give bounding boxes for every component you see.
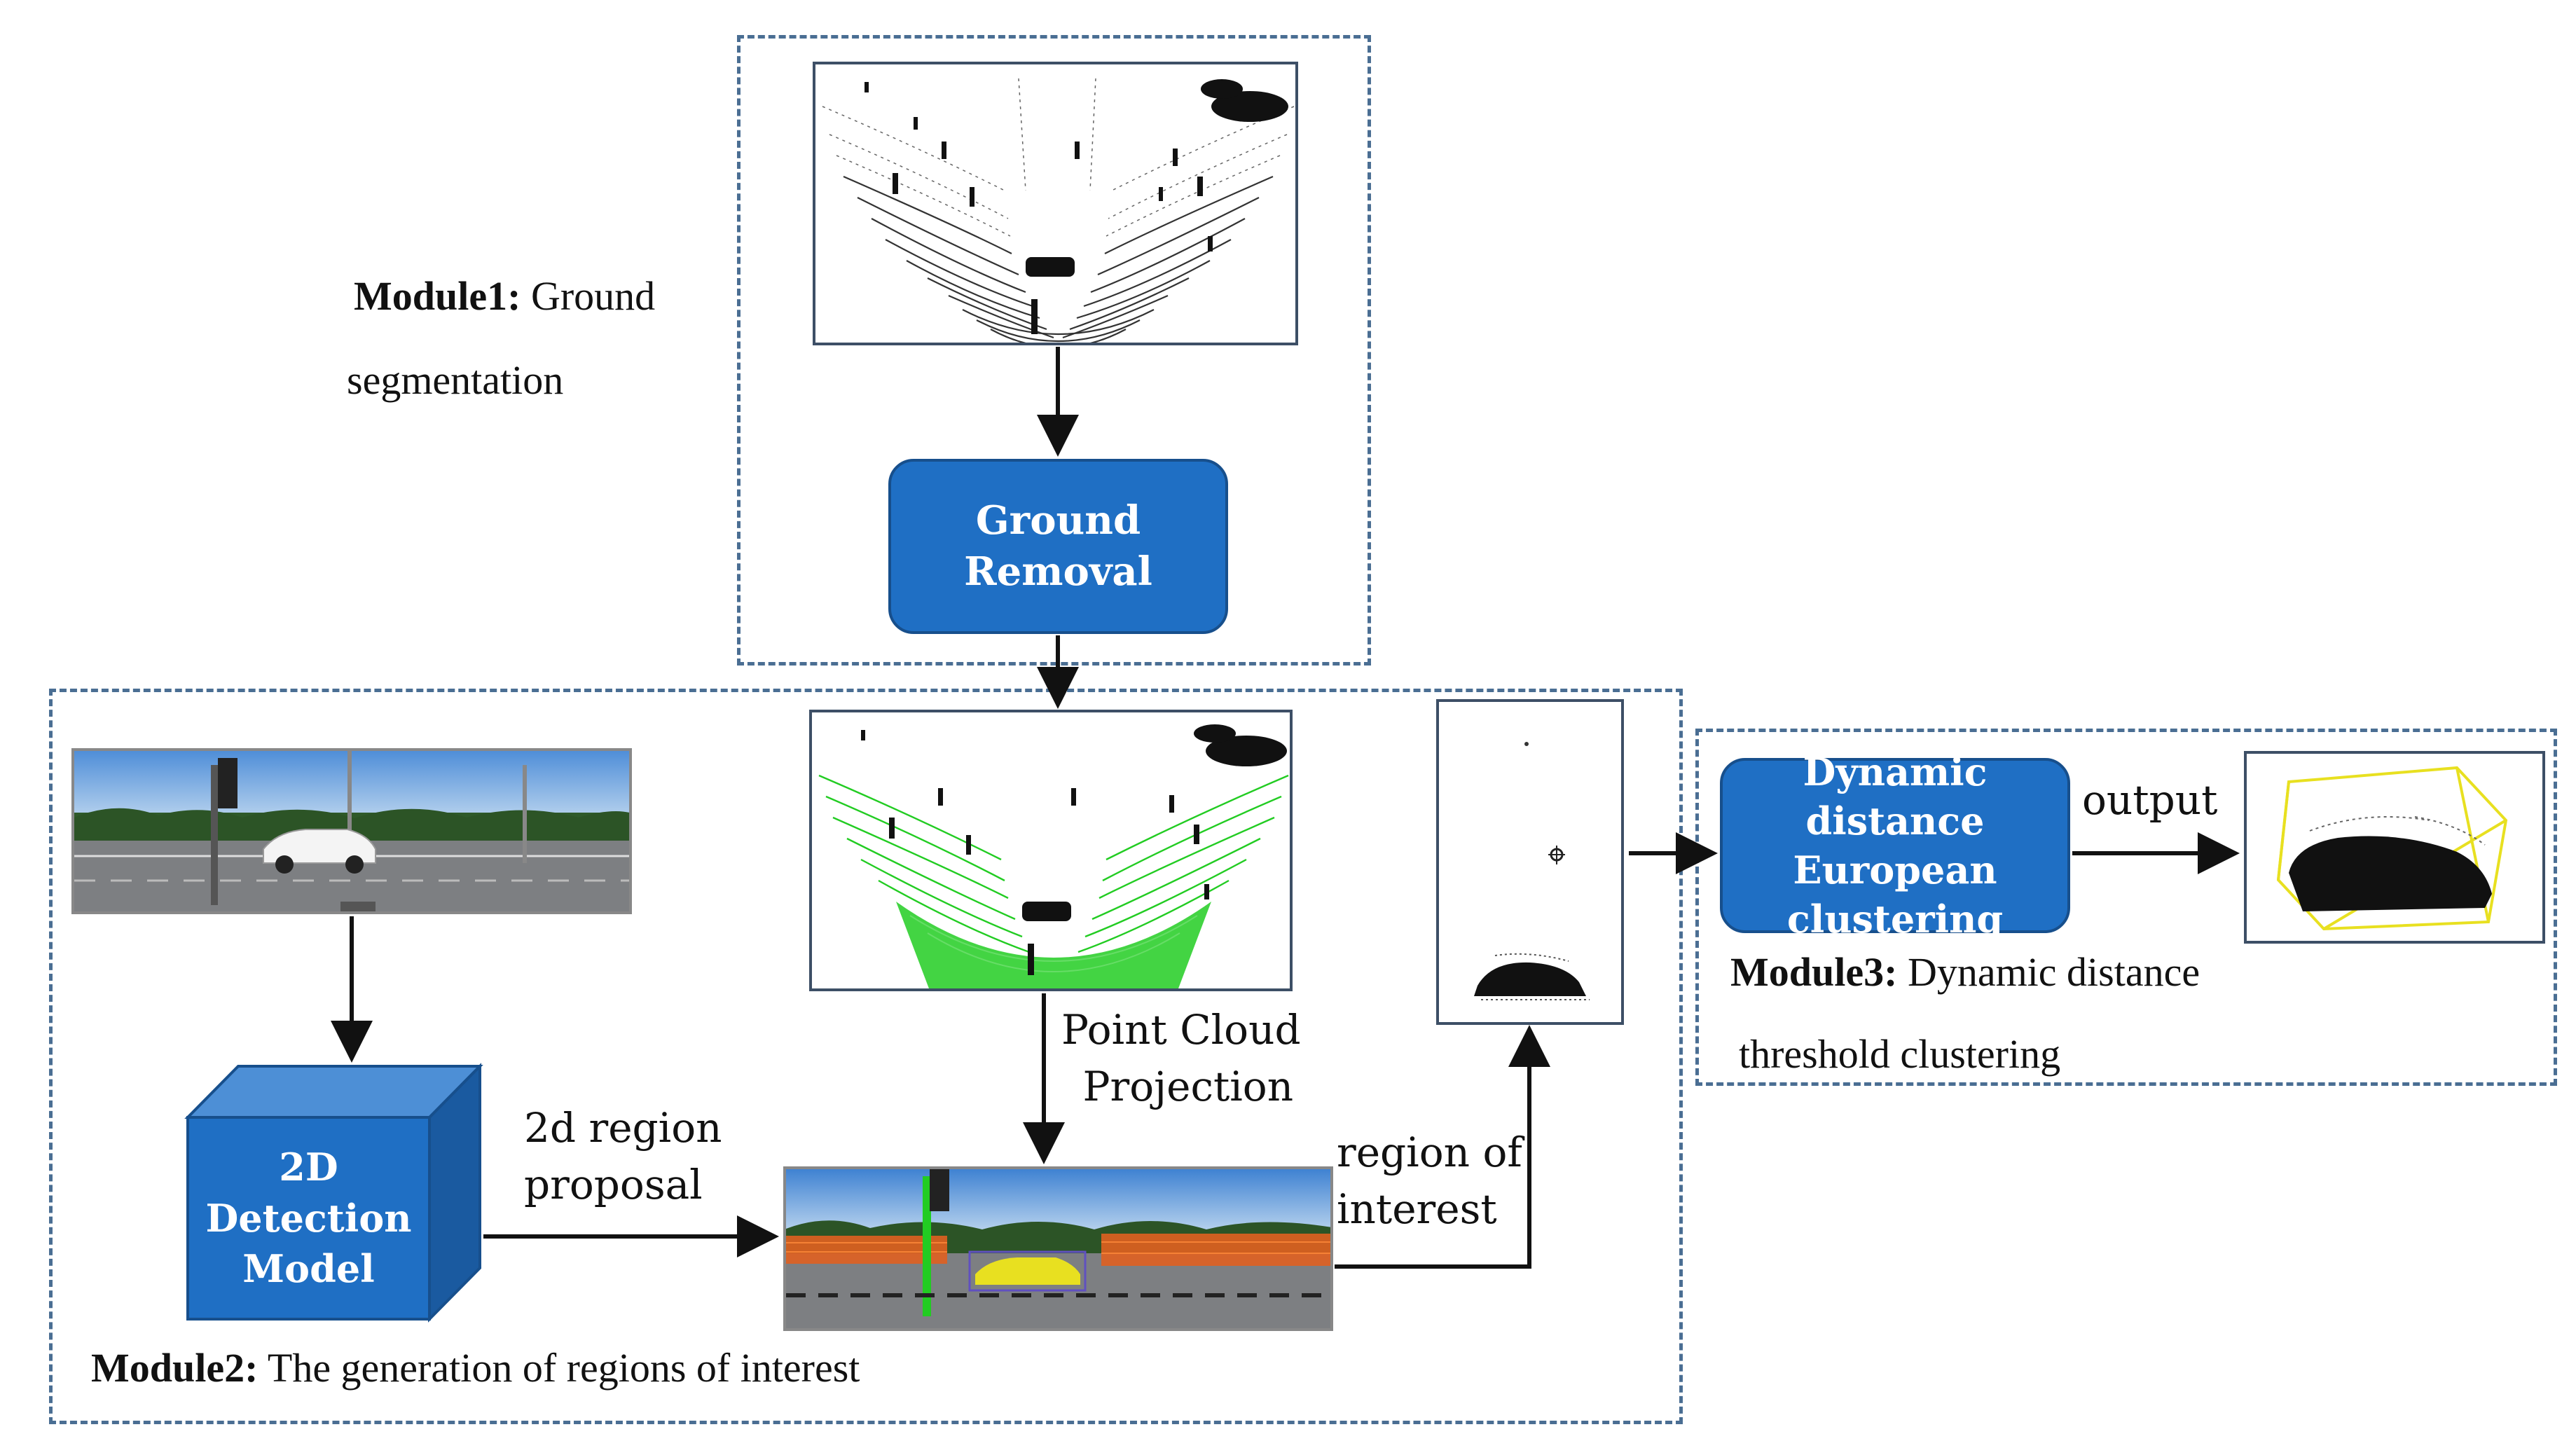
label-projection-line2: Projection xyxy=(1082,1063,1294,1111)
label-roi-line2: interest xyxy=(1337,1185,1497,1234)
module3-caption: Module3: Dynamic distance xyxy=(1730,949,2200,996)
roi-point-cloud-image xyxy=(1474,742,1590,1000)
clustering-line3: clustering xyxy=(1786,897,2004,942)
ground-labeled-point-cloud-panel xyxy=(809,710,1293,991)
clustering-line2: European xyxy=(1793,848,1997,892)
ground-removal-line2: Removal xyxy=(964,549,1152,595)
module1-caption-bold: Module1: xyxy=(354,273,521,319)
module1-caption-line2: segmentation xyxy=(347,357,564,403)
output-panel xyxy=(2244,751,2545,944)
label-2d-region-proposal: 2d region proposal xyxy=(524,1100,722,1213)
label-roi-line1: region of xyxy=(1337,1129,1522,1176)
ground-removal-node: Ground Removal xyxy=(888,459,1228,634)
label-output: output xyxy=(2082,776,2218,824)
label-proposal-line2: proposal xyxy=(524,1161,703,1209)
projection-image-panel xyxy=(783,1166,1333,1331)
label-projection-line1: Point Cloud xyxy=(1061,1006,1301,1054)
module3-box xyxy=(1695,729,2557,1086)
raw-point-cloud-panel xyxy=(813,62,1298,345)
module3-caption-rest: Dynamic distance xyxy=(1897,949,2200,995)
camera-image-panel xyxy=(71,748,632,914)
detection-model-label: 2D Detection Model xyxy=(188,1117,429,1319)
detection-model-line3: Model xyxy=(242,1246,375,1292)
module2-caption-rest: The generation of regions of interest xyxy=(258,1345,860,1391)
ground-labeled-point-cloud-image xyxy=(818,724,1289,988)
module1-caption-rest: Ground xyxy=(521,273,656,319)
projection-image xyxy=(786,1169,1330,1328)
module1-caption: Module1: Ground xyxy=(354,273,655,320)
label-proposal-line1: 2d region xyxy=(524,1104,722,1152)
detection-model-line2: Detection xyxy=(205,1195,412,1241)
output-cluster-image xyxy=(2276,766,2508,931)
raw-point-cloud-image xyxy=(822,78,1295,343)
ground-removal-line1: Ground xyxy=(975,497,1141,544)
module3-caption-line2: threshold clustering xyxy=(1739,1031,2061,1077)
module2-caption-bold: Module2: xyxy=(91,1345,259,1391)
camera-image xyxy=(74,751,629,911)
label-point-cloud-projection: Point Cloud Projection xyxy=(1061,1002,1301,1115)
clustering-node: Dynamic distance European clustering xyxy=(1720,750,2070,942)
module2-caption: Module2: The generation of regions of in… xyxy=(91,1345,860,1392)
module3-caption-bold: Module3: xyxy=(1730,949,1898,995)
label-region-of-interest: region of interest xyxy=(1337,1124,1522,1238)
roi-point-cloud-panel xyxy=(1436,699,1624,1025)
clustering-line1: Dynamic distance xyxy=(1803,749,1988,843)
module1-box xyxy=(737,35,1371,666)
detection-model-line1: 2D xyxy=(279,1144,338,1190)
module2-box xyxy=(49,689,1683,1424)
